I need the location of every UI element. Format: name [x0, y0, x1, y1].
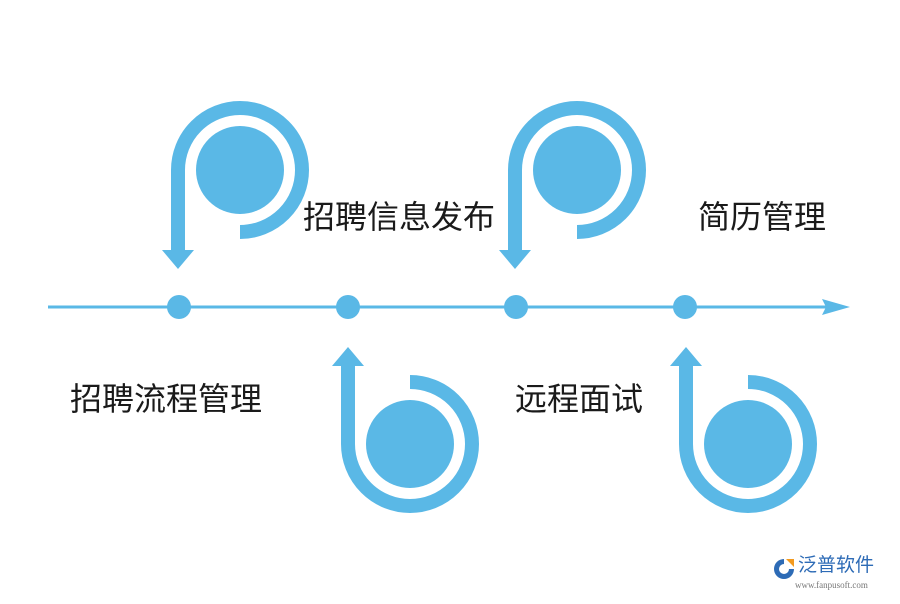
timeline-node: [167, 295, 191, 319]
loop-arrow-up-icon: [670, 347, 817, 513]
step-label-resume-management: 简历管理: [698, 198, 827, 236]
step-label-job-posting: 招聘信息发布: [303, 198, 496, 236]
loop-arrow-up-icon: [332, 347, 479, 513]
timeline-arrowhead-icon: [822, 299, 850, 315]
brand-mark-icon: [774, 559, 794, 579]
loop-arrow-down-icon: [162, 101, 309, 269]
timeline: [48, 295, 850, 319]
timeline-node: [336, 295, 360, 319]
brand-logo: 泛普软件 www.fanpusoft.com: [770, 556, 895, 596]
timeline-node: [673, 295, 697, 319]
loop-arrow-down-icon: [499, 101, 646, 269]
brand-url: www.fanpusoft.com: [795, 580, 868, 590]
step-label-recruitment-process-management: 招聘流程管理: [70, 380, 263, 418]
timeline-node: [504, 295, 528, 319]
step-label-remote-interview: 远程面试: [515, 380, 644, 418]
brand-name: 泛普软件: [798, 554, 875, 576]
